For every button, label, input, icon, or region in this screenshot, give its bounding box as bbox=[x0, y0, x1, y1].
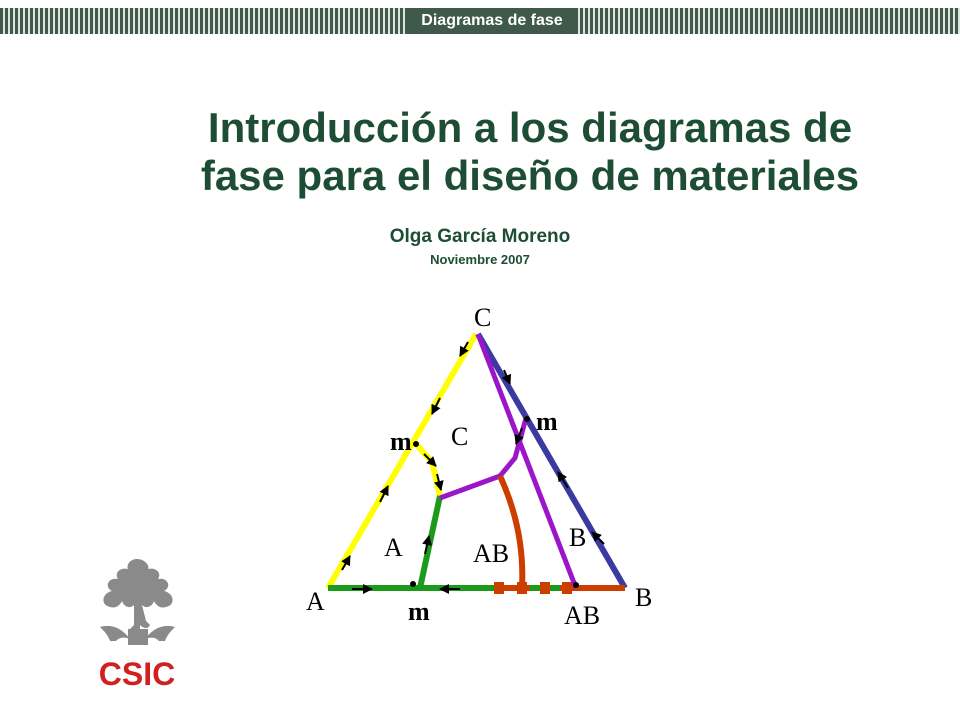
region-label-ab: AB bbox=[473, 539, 509, 568]
boundary-yellow-inner bbox=[413, 442, 443, 497]
direction-arrows bbox=[341, 341, 605, 594]
arrow bbox=[341, 555, 351, 571]
eutectic-marker bbox=[494, 582, 504, 594]
point-label-m-left: m bbox=[390, 427, 412, 456]
vertex-label-a: A bbox=[306, 587, 325, 616]
title-line-1: Introducción a los diagramas de bbox=[207, 104, 853, 151]
point-label-m-bottom: m bbox=[408, 597, 430, 626]
m-point-bottom bbox=[410, 581, 416, 587]
page-title: Introducción a los diagramas de fase par… bbox=[100, 104, 960, 200]
vertex-label-b: B bbox=[635, 583, 652, 612]
arrow bbox=[591, 531, 605, 545]
section-label: Diagramas de fase bbox=[407, 8, 577, 34]
point-label-m-right: m bbox=[536, 407, 558, 436]
arrow bbox=[422, 535, 432, 555]
arrow bbox=[379, 485, 389, 503]
boundary-purple-long bbox=[475, 333, 579, 589]
arrow bbox=[557, 471, 569, 489]
region-label-a: A bbox=[384, 533, 403, 562]
eutectic-marker bbox=[562, 582, 572, 594]
region-label-ab-bottom: AB bbox=[564, 601, 600, 630]
arrow bbox=[423, 453, 437, 467]
csic-logo-text: CSIC bbox=[99, 656, 175, 690]
eutectic-marker bbox=[540, 582, 550, 594]
m-point-ab bbox=[573, 582, 579, 588]
tree-emblem-icon bbox=[100, 559, 175, 645]
region-label-b: B bbox=[569, 523, 586, 552]
edge-ac bbox=[325, 332, 479, 590]
author-name: Olga García Moreno bbox=[389, 226, 571, 247]
arrow bbox=[431, 397, 441, 415]
title-line-2: fase para el diseño de materiales bbox=[200, 152, 860, 199]
m-point-left bbox=[413, 441, 419, 447]
arrow bbox=[459, 341, 469, 357]
arrow bbox=[501, 369, 512, 385]
vertex-label-c: C bbox=[474, 303, 491, 332]
region-label-c: C bbox=[451, 422, 468, 451]
boundary-green-inner bbox=[417, 495, 443, 589]
arrow bbox=[433, 473, 444, 491]
arrow bbox=[514, 427, 524, 445]
presentation-date: Noviembre 2007 bbox=[430, 252, 530, 267]
m-point-right bbox=[524, 416, 530, 422]
boundary-red bbox=[497, 474, 526, 589]
csic-logo: CSIC bbox=[99, 559, 175, 690]
